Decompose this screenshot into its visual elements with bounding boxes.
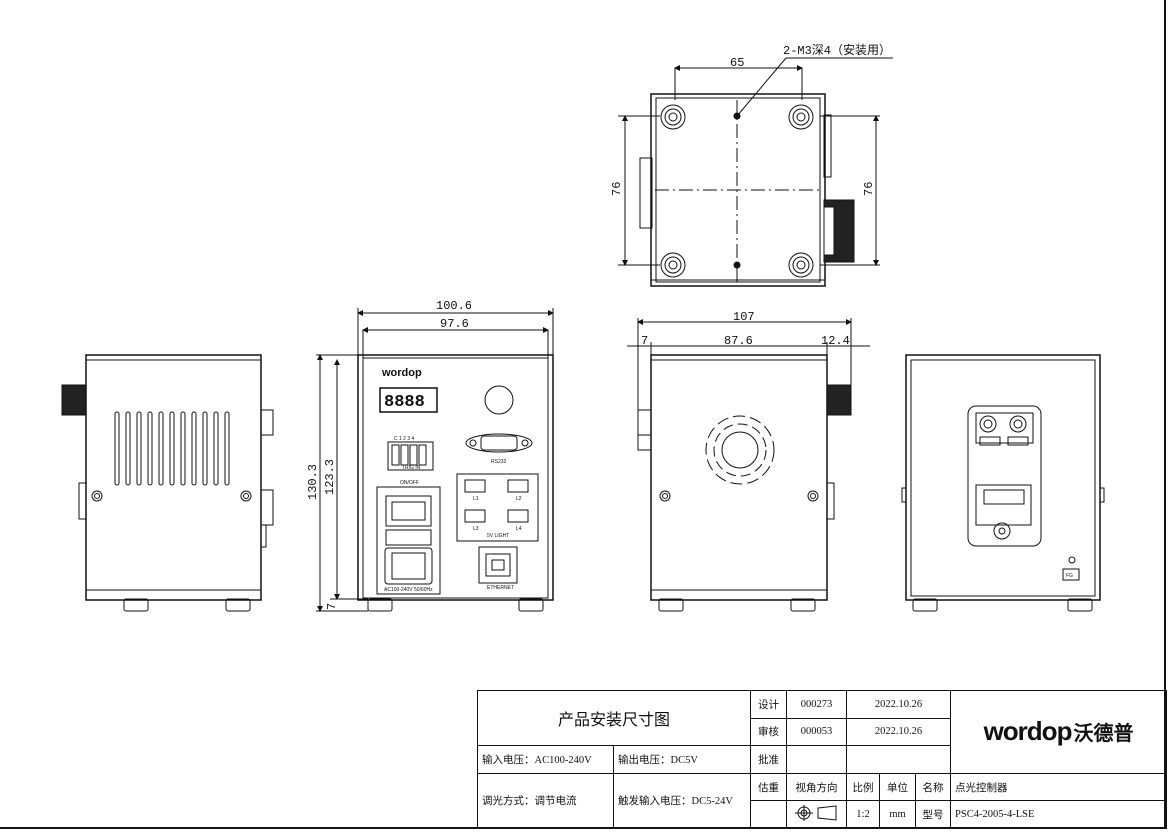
vent-slots xyxy=(114,411,230,486)
dim-100-6: 100.6 xyxy=(436,299,472,313)
dim-76-left: 76 xyxy=(610,182,624,196)
dim-12-4: 12.4 xyxy=(821,334,850,348)
design-label: 设计 xyxy=(750,690,788,719)
input-voltage: 输入电压：AC100-240V xyxy=(477,745,614,774)
right-side-view xyxy=(627,318,870,612)
hole-note: 2-M3深4（安装用） xyxy=(783,42,891,58)
port-l4: L4 xyxy=(516,526,522,532)
design-date: 2022.10.26 xyxy=(846,690,952,719)
port-l2: L2 xyxy=(516,496,522,502)
port-l3: L3 xyxy=(473,526,479,532)
dim-7-feet: 7 xyxy=(325,603,339,610)
mount-foot-br xyxy=(788,252,814,278)
projection-symbol xyxy=(786,800,848,829)
ethernet-label: ETHERNET xyxy=(487,585,514,591)
approve-date xyxy=(846,745,952,774)
dim-107: 107 xyxy=(733,310,755,324)
model-label: 型号 xyxy=(915,800,952,829)
approve-value xyxy=(786,745,848,774)
back-view xyxy=(901,354,1105,612)
review-id: 000053 xyxy=(786,717,848,747)
weight-label: 估重 xyxy=(750,772,788,802)
light-label: 5V LIGHT xyxy=(487,533,509,539)
unit-label: 单位 xyxy=(879,772,917,802)
scale-label: 比例 xyxy=(846,772,881,802)
front-view xyxy=(316,308,554,612)
trig-pins: C 1 2 3 4 xyxy=(394,436,415,442)
left-side-view xyxy=(61,354,274,612)
review-label: 审核 xyxy=(750,717,788,747)
power-label: AC100-240V 50/60Hz xyxy=(384,587,433,593)
mount-foot-tr xyxy=(788,104,814,130)
trig-label: TRIG IN xyxy=(402,465,421,471)
dimming-method: 调光方式：调节电流 xyxy=(477,772,614,830)
dimension-texts: 65 2-M3深4（安装用） 76 76 100.6 97.6 130.3 12… xyxy=(306,42,891,610)
review-date: 2022.10.26 xyxy=(846,717,952,747)
panel-labels: wordop 8888 C 1 2 3 4 TRIG IN RS232 ON/O… xyxy=(381,367,1073,593)
drawing-title: 产品安装尺寸图 xyxy=(476,689,752,747)
dim-97-6: 97.6 xyxy=(440,317,469,331)
segment-display: 8888 xyxy=(384,393,425,412)
rs232-label: RS232 xyxy=(491,459,507,465)
logo-text: wordop xyxy=(983,716,1073,747)
product-name: 点光控制器 xyxy=(950,772,1168,802)
design-id: 000273 xyxy=(786,690,848,719)
dim-87-6: 87.6 xyxy=(724,334,753,348)
top-view xyxy=(618,57,893,287)
view-label: 视角方向 xyxy=(786,772,848,802)
model-value: PSC4-2005-4-LSE xyxy=(950,800,1168,829)
unit-value: mm xyxy=(879,800,917,829)
mount-foot-tl xyxy=(660,104,686,130)
panel-logo: wordop xyxy=(381,367,422,379)
dim-123-3: 123.3 xyxy=(323,459,337,495)
fg-label: FG xyxy=(1066,573,1073,579)
onoff-label: ON/OFF xyxy=(400,480,419,486)
dim-65: 65 xyxy=(730,56,744,70)
name-label: 名称 xyxy=(915,772,952,802)
dim-7-offset: 7 xyxy=(641,334,648,348)
output-voltage: 输出电压：DC5V xyxy=(612,745,752,774)
trigger-voltage: 触发输入电压：DC5-24V xyxy=(612,772,752,830)
dim-130-3: 130.3 xyxy=(306,464,320,500)
projection-icon xyxy=(794,805,837,822)
mount-foot-bl xyxy=(660,252,686,278)
approve-label: 批准 xyxy=(750,745,788,774)
logo-cn: 沃德普 xyxy=(1073,723,1134,746)
scale-value: 1:2 xyxy=(846,800,881,829)
fan-grille xyxy=(705,415,775,485)
port-l1: L1 xyxy=(473,496,479,502)
dim-76-right: 76 xyxy=(862,182,876,196)
weight-value xyxy=(750,800,788,829)
